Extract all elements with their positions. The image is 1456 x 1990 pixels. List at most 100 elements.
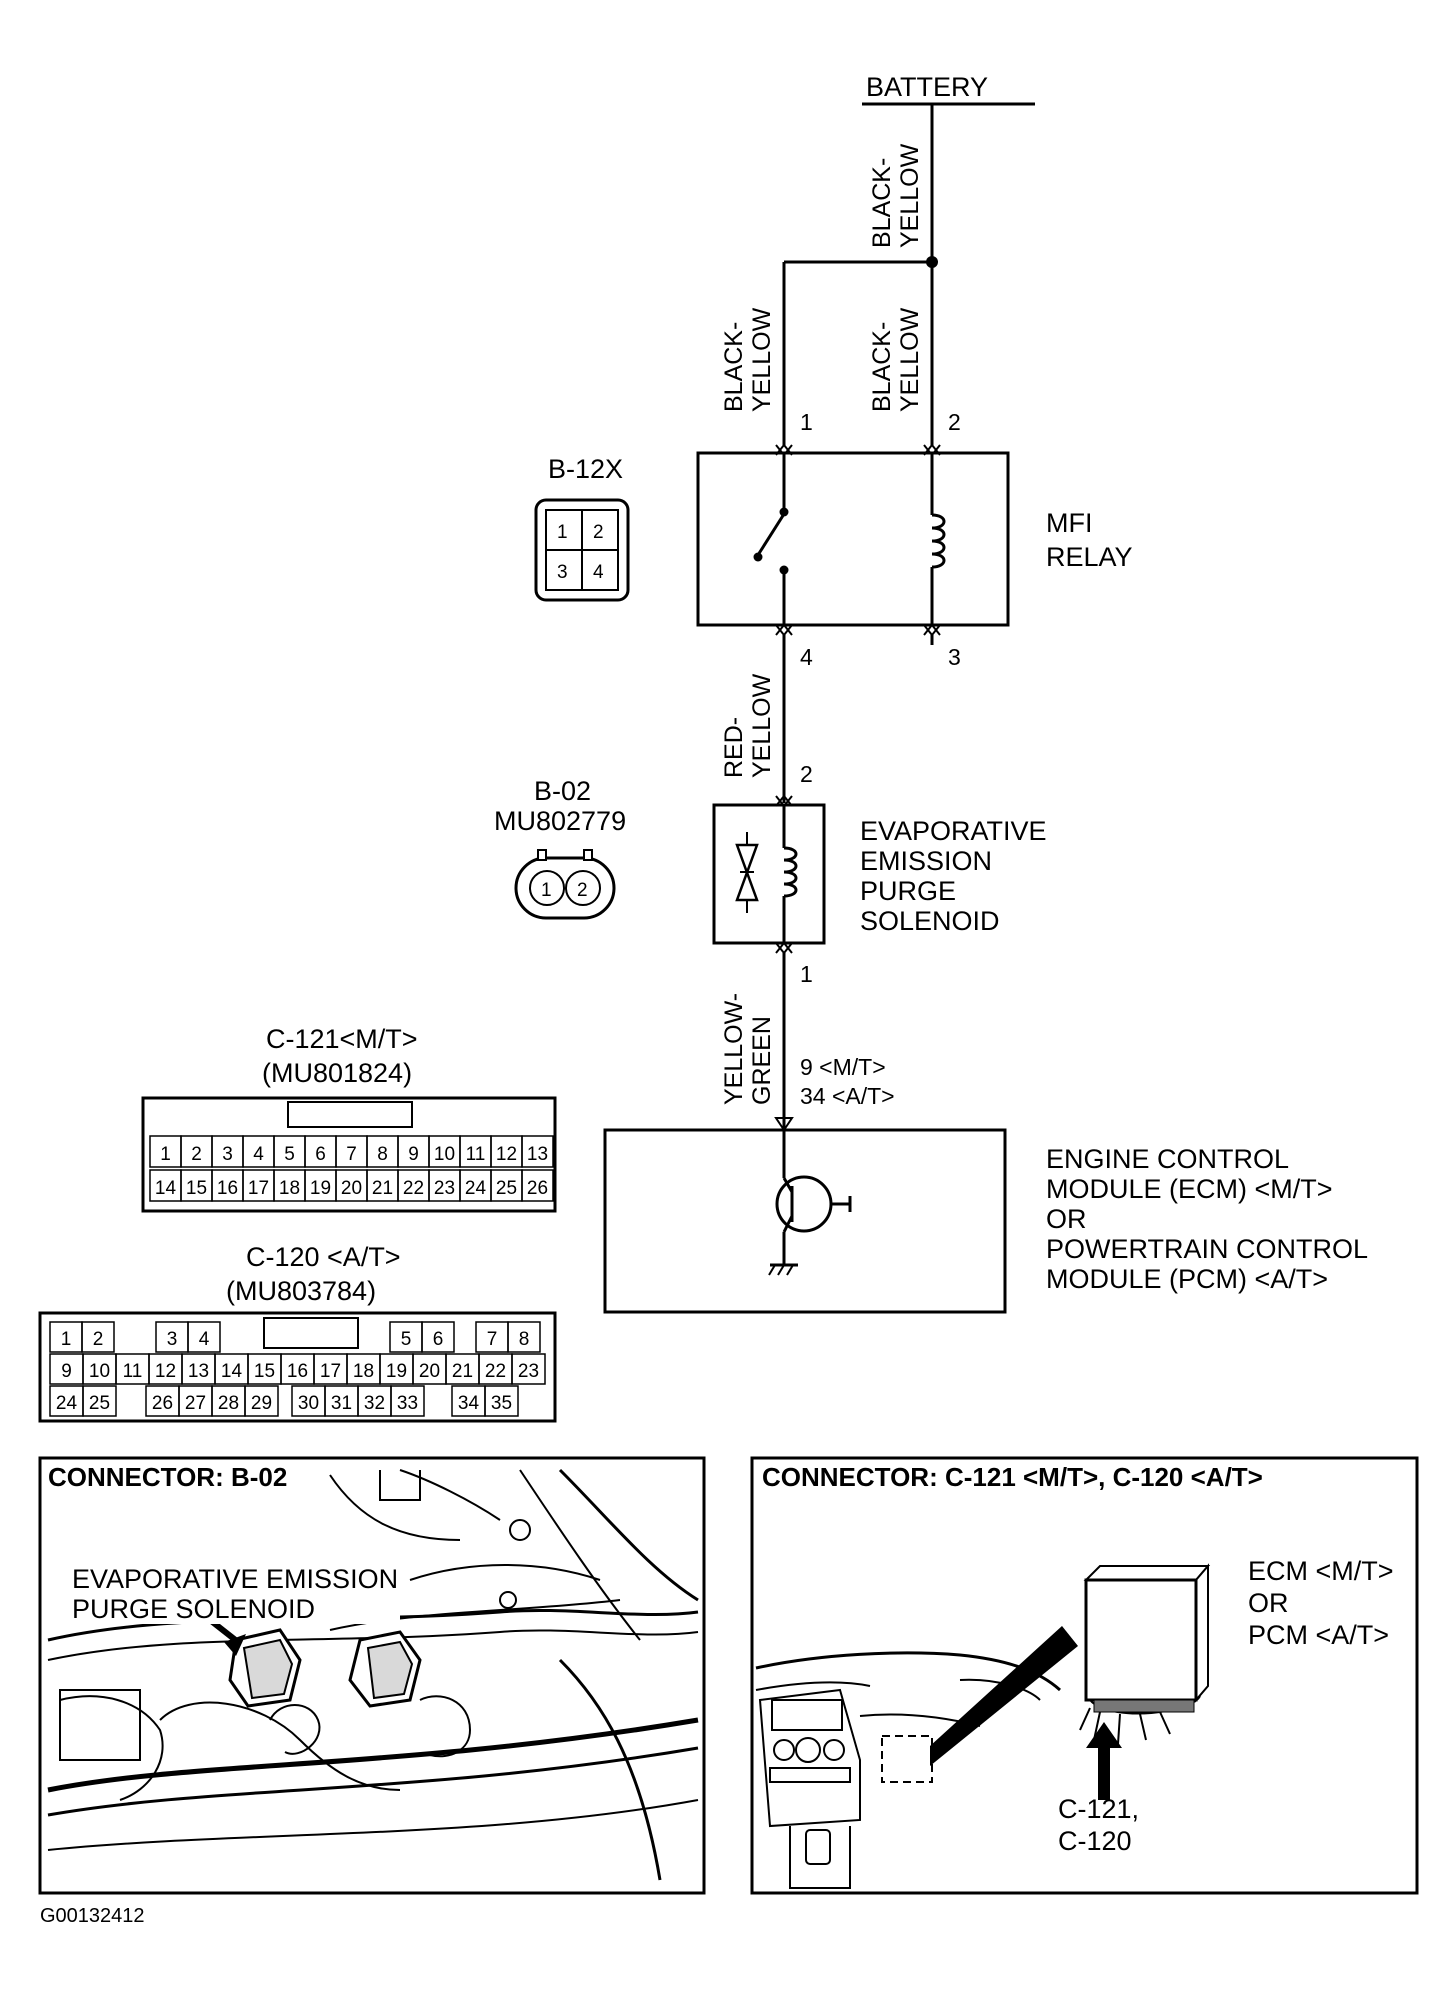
c121-row1-pin-label: 1 xyxy=(160,1144,171,1165)
c120-row1-pin-box xyxy=(421,1321,455,1353)
photo-left-callout-bg xyxy=(70,1562,400,1624)
c121-row1-pin-box xyxy=(521,1135,554,1168)
ecm-box xyxy=(603,1128,1007,1314)
b12x-cell-3: 3 xyxy=(557,562,568,583)
ecm-title-1: ENGINE CONTROL xyxy=(1046,1144,1289,1174)
c121-row1-pin-label: 2 xyxy=(191,1144,202,1165)
b02-pin-circle-1 xyxy=(529,870,565,906)
c120-row1-pin-box xyxy=(507,1321,541,1353)
c121-row1-pin-label: 12 xyxy=(496,1144,517,1165)
location-pointer-icon xyxy=(930,1626,1078,1766)
c120-row3-pin-label: 33 xyxy=(397,1393,418,1414)
b12x-name: B-12X xyxy=(548,454,623,484)
solenoid-terminal-bottom-icon xyxy=(775,941,793,955)
c120-row2-pin-label: 22 xyxy=(485,1361,506,1382)
relay-pin-3: 3 xyxy=(948,644,961,670)
connector-arrow-icon xyxy=(1086,1722,1122,1800)
figure-id: G00132412 xyxy=(40,1905,145,1927)
ecm-title-5: MODULE (PCM) <A/T> xyxy=(1046,1264,1328,1294)
c121-row2-pin-label: 16 xyxy=(217,1178,238,1199)
c121-row2-pin-label: 15 xyxy=(186,1178,207,1199)
photo-right-connector-2: C-120 xyxy=(1058,1826,1132,1856)
b02-pin-circle-2 xyxy=(565,870,601,906)
ecm-input-terminal-icon xyxy=(774,1117,794,1132)
c121-row1-pin-label: 4 xyxy=(253,1144,264,1165)
c120-row2-pin-label: 11 xyxy=(123,1361,143,1382)
relay-contact-top xyxy=(779,507,789,517)
c120-row2-pin-label: 14 xyxy=(221,1361,243,1382)
c120-row2-pin-label: 23 xyxy=(518,1361,539,1382)
relay-pin-2: 2 xyxy=(948,409,961,435)
wire-color-top-2: YELLOW xyxy=(896,143,924,248)
c120-row1-pin-label: 2 xyxy=(93,1329,104,1350)
c121-row2-pin-label: 20 xyxy=(341,1178,362,1199)
c120-row3-pin-label: 28 xyxy=(218,1393,239,1414)
c121-row2-pin-box xyxy=(521,1169,554,1202)
c121-row2-pin-label: 22 xyxy=(403,1178,424,1199)
solenoid-pin-top: 2 xyxy=(800,761,813,787)
c120-row2-pin-label: 18 xyxy=(353,1361,374,1382)
c120-row3-pin-label: 34 xyxy=(458,1393,480,1414)
c120-row3-pin-label: 30 xyxy=(298,1393,319,1414)
b12x-cell-1: 1 xyxy=(557,522,568,543)
photo-left-header: CONNECTOR: B-02 xyxy=(48,1462,287,1492)
solenoid-title-4: SOLENOID xyxy=(860,906,1000,936)
c121-name: C-121<M/T> xyxy=(266,1024,418,1054)
c120-row2-pin-label: 10 xyxy=(89,1361,110,1382)
c120-row1-pin-box xyxy=(187,1321,221,1353)
ecm-title-3: OR xyxy=(1046,1204,1087,1234)
solenoid-title-2: EMISSION xyxy=(860,846,992,876)
c121-row2-pin-label: 21 xyxy=(372,1178,393,1199)
battery-label: BATTERY xyxy=(866,72,988,102)
c120-shell xyxy=(38,1311,557,1423)
wire-color-pin2-2: YELLOW xyxy=(896,307,924,412)
c120-part: (MU803784) xyxy=(226,1276,376,1306)
photo-left-callout-1: EVAPORATIVE EMISSION xyxy=(72,1564,398,1594)
relay-title-1: MFI xyxy=(1046,508,1093,538)
b12x-cell-2: 2 xyxy=(593,522,604,543)
wire-color-pin2-1: BLACK- xyxy=(868,322,896,412)
ground-hatch-2 xyxy=(777,1264,785,1276)
c120-row2-pin-label: 12 xyxy=(155,1361,176,1382)
b02-latch-left xyxy=(537,849,547,861)
photo-right-module-3: PCM <A/T> xyxy=(1248,1620,1389,1650)
solenoid-coil-icon xyxy=(783,846,798,898)
c121-row2-pin-label: 18 xyxy=(279,1178,300,1199)
wire-color-pin1-1: BLACK- xyxy=(720,322,748,412)
mfi-relay-box xyxy=(696,451,1010,627)
relay-terminal-3-icon xyxy=(923,623,941,637)
relay-coil-icon xyxy=(931,513,946,569)
c120-row2-pin-label: 20 xyxy=(419,1361,440,1382)
c120-row2-pin-label: 19 xyxy=(386,1361,407,1382)
b02-part: MU802779 xyxy=(494,806,626,836)
c120-row1-pin-label: 7 xyxy=(487,1329,498,1350)
c120-row3-pin-box xyxy=(390,1385,425,1417)
c121-row2-pin-label: 25 xyxy=(496,1178,517,1199)
photo-left-callout-2: PURGE SOLENOID xyxy=(72,1594,315,1624)
c120-row2-pin-label: 16 xyxy=(287,1361,308,1382)
ecm-title-4: POWERTRAIN CONTROL xyxy=(1046,1234,1368,1264)
relay-terminal-4-icon xyxy=(775,623,793,637)
relay-title-2: RELAY xyxy=(1046,542,1133,572)
c121-row2-pin-label: 23 xyxy=(434,1178,455,1199)
c120-row1-pin-label: 1 xyxy=(61,1329,72,1350)
relay-pin-4: 4 xyxy=(800,644,813,670)
b12x-cell-4: 4 xyxy=(593,562,604,583)
wire-color-yg-1: YELLOW- xyxy=(720,993,748,1105)
c121-row1-pin-label: 10 xyxy=(434,1144,455,1165)
c121-part: (MU801824) xyxy=(262,1058,412,1088)
relay-switch-arm-icon xyxy=(756,513,786,556)
ground-hatch-3 xyxy=(786,1264,794,1276)
c120-row2-pin-label: 13 xyxy=(188,1361,209,1382)
c121-row1-pin-label: 3 xyxy=(222,1144,233,1165)
c120-row3-pin-label: 25 xyxy=(89,1393,110,1414)
photo-right-connector-1: C-121, xyxy=(1058,1794,1139,1824)
c120-row3-pin-label: 24 xyxy=(56,1393,78,1414)
c121-row2-pin-label: 17 xyxy=(248,1178,269,1199)
photo-right-module-2: OR xyxy=(1248,1588,1289,1618)
ecm-pin-at: 34 <A/T> xyxy=(800,1083,895,1109)
relay-contact-pivot xyxy=(753,552,763,562)
b02-cell-1: 1 xyxy=(541,880,552,901)
c121-row1-pin-label: 9 xyxy=(408,1144,419,1165)
